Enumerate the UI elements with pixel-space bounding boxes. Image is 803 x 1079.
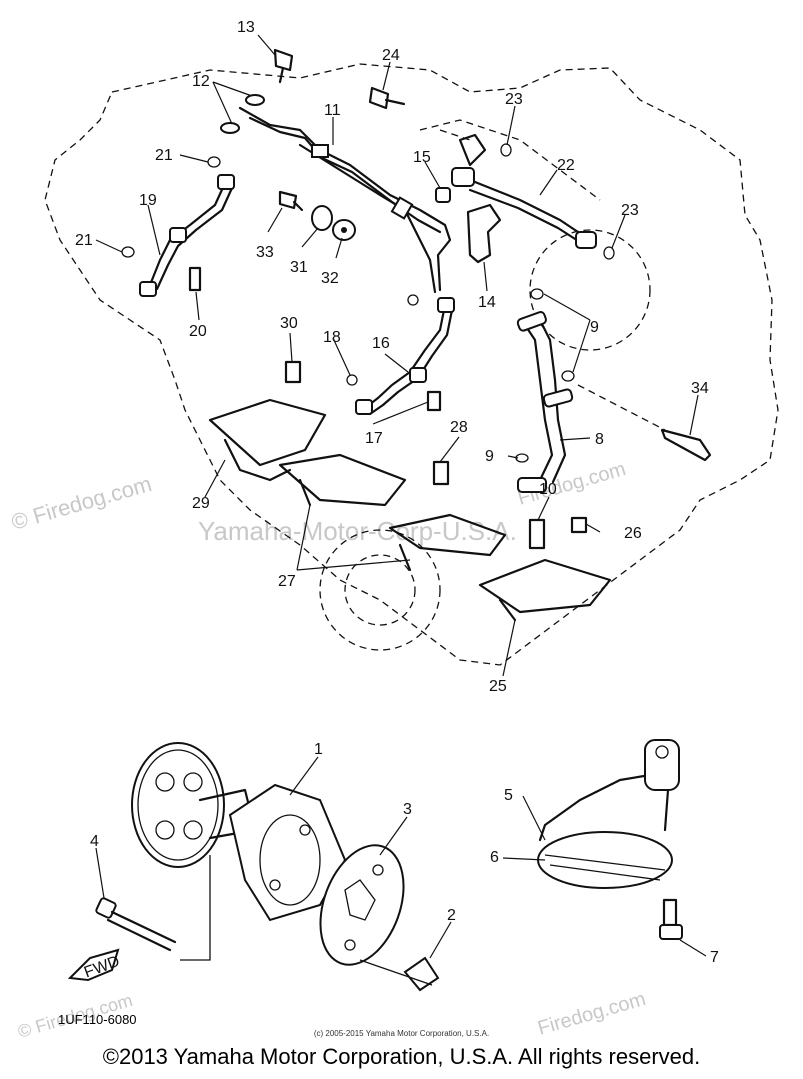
callout-21a: 21: [155, 147, 173, 164]
callout-11: 11: [324, 102, 341, 119]
callout-25: 25: [489, 678, 507, 695]
callouts: 13 12 24 23 11 21 15 22 19 23 21 33 31 3…: [75, 19, 719, 966]
oil-pipe-16: [355, 297, 455, 416]
callout-14: 14: [478, 294, 496, 311]
callout-1: 1: [314, 741, 323, 758]
callout-5: 5: [504, 787, 513, 804]
callout-23a: 23: [505, 91, 523, 108]
callout-16: 16: [372, 335, 390, 352]
oil-strainer: [537, 739, 680, 889]
oil-pump-cover-3: [319, 844, 405, 966]
leader-lines: [95, 34, 707, 959]
callout-29: 29: [192, 495, 210, 512]
copyright-small: (c) 2005-2015 Yamaha Motor Corporation, …: [313, 1029, 490, 1038]
oil-pipe-19: [139, 174, 235, 297]
bolt-4: [95, 897, 177, 952]
callout-17: 17: [365, 430, 383, 447]
forward-direction-arrow: FWD: [67, 948, 122, 981]
callout-7: 7: [710, 949, 719, 966]
dowel-pin-2: [403, 956, 440, 992]
callout-22: 22: [557, 157, 575, 174]
crankcase-outline: [44, 63, 779, 666]
callout-28: 28: [450, 419, 468, 436]
callout-2: 2: [447, 907, 456, 924]
callout-26: 26: [624, 525, 642, 542]
callout-19: 19: [139, 192, 157, 209]
callout-20: 20: [189, 323, 207, 340]
callout-4: 4: [90, 833, 99, 850]
callout-24: 24: [382, 47, 400, 64]
bracket-14: [466, 203, 502, 264]
callout-13: 13: [237, 19, 255, 36]
fwd-label: FWD: [82, 953, 122, 981]
callout-31: 31: [290, 259, 308, 276]
callout-33: 33: [256, 244, 274, 261]
callout-34: 34: [691, 380, 709, 397]
oil-pump-assembly: [131, 742, 347, 922]
watermark-center: Yamaha-Motor-Corp-U.S.A.: [198, 516, 517, 546]
diagram-code: 1UF110-6080: [58, 1012, 137, 1027]
callout-27: 27: [278, 573, 296, 590]
bolt-7: [659, 898, 683, 940]
callout-18: 18: [323, 329, 341, 346]
callout-15: 15: [413, 149, 431, 166]
callout-10: 10: [539, 481, 557, 498]
baffle-plates: [208, 398, 612, 622]
callout-3: 3: [403, 801, 412, 818]
watermark-left: © Firedog.com: [8, 471, 154, 535]
callout-21b: 21: [75, 232, 93, 249]
callout-32: 32: [321, 270, 339, 287]
callout-12: 12: [192, 73, 210, 90]
callout-9b: 9: [485, 448, 494, 465]
callout-30: 30: [280, 315, 298, 332]
callout-6: 6: [490, 849, 499, 866]
assembly-lines: [180, 129, 666, 986]
callout-9a: 9: [590, 319, 599, 336]
callout-23b: 23: [621, 202, 639, 219]
oil-delivery-pipe-11: [238, 106, 452, 294]
callout-8: 8: [595, 431, 604, 448]
oil-pipe-22: [451, 133, 597, 249]
oil-pipe-8: [516, 311, 574, 493]
copyright-notice: ©2013 Yamaha Motor Corporation, U.S.A. A…: [102, 1044, 701, 1069]
